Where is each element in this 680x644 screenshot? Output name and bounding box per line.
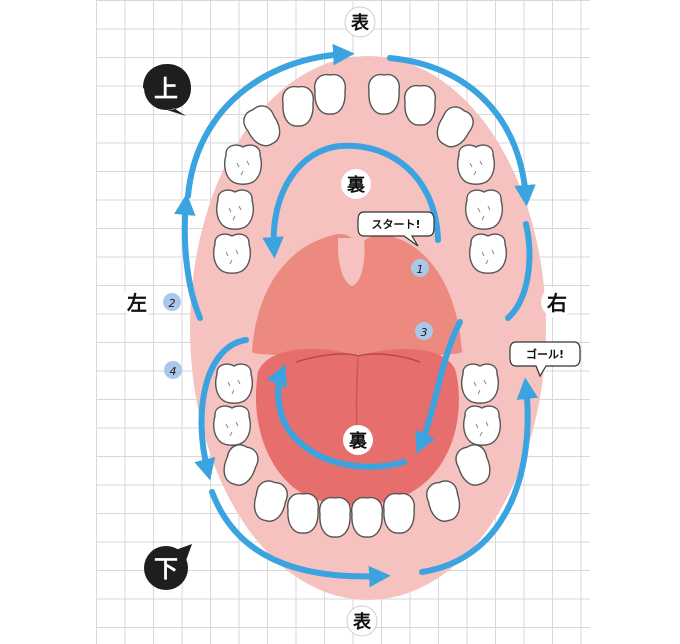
- arrow-right-outer-lower: [419, 377, 539, 575]
- callout-start: スタート!: [357, 211, 435, 247]
- svg-text:2: 2: [169, 297, 176, 310]
- svg-text:表: 表: [353, 611, 372, 633]
- svg-text:下: 下: [154, 555, 178, 583]
- svg-text:上: 上: [154, 75, 178, 103]
- svg-text:4: 4: [170, 365, 177, 378]
- svg-text:1: 1: [417, 263, 424, 276]
- label-upper-inner: 裏: [341, 169, 371, 199]
- svg-text:裏: 裏: [348, 430, 368, 452]
- label-right: 右: [541, 286, 573, 318]
- arrow-upper-inner: [262, 142, 441, 259]
- callout-goal: ゴール!: [509, 341, 581, 378]
- svg-text:ゴール!: ゴール!: [526, 347, 564, 361]
- label-left: 左: [121, 286, 153, 318]
- label-bottom-outer: 表: [346, 605, 378, 637]
- palate: [252, 233, 462, 357]
- label-top-outer: 表: [344, 6, 376, 38]
- badge-upper-jaw: 上: [143, 64, 191, 116]
- svg-text:左: 左: [127, 291, 147, 315]
- step-badge-2: 2: [163, 293, 181, 311]
- svg-text:表: 表: [351, 12, 370, 34]
- brushing-arrows: [174, 43, 539, 588]
- arrow-lower-outer-bottom: [209, 489, 391, 588]
- arrow-step3: [415, 319, 463, 454]
- step-badge-1: 1: [411, 259, 429, 277]
- arrow-left-outer-lower: [194, 337, 249, 481]
- label-lower-inner: 裏: [343, 425, 373, 455]
- arrow-upper-outer-top: [185, 43, 355, 199]
- svg-text:右: 右: [547, 291, 567, 315]
- arrow-right-outer-upper: [505, 221, 533, 321]
- arrow-lower-inner: [266, 364, 407, 470]
- svg-text:スタート!: スタート!: [371, 218, 420, 231]
- uvula: [337, 238, 365, 286]
- badge-lower-jaw: 下: [144, 544, 192, 590]
- step-badge-3: 3: [415, 322, 433, 340]
- svg-text:3: 3: [421, 326, 428, 339]
- step-badge-4: 4: [164, 361, 182, 379]
- arrow-upper-outer-right: [387, 55, 536, 207]
- arrow-left-outer-upper: [174, 193, 203, 321]
- svg-text:裏: 裏: [346, 174, 366, 196]
